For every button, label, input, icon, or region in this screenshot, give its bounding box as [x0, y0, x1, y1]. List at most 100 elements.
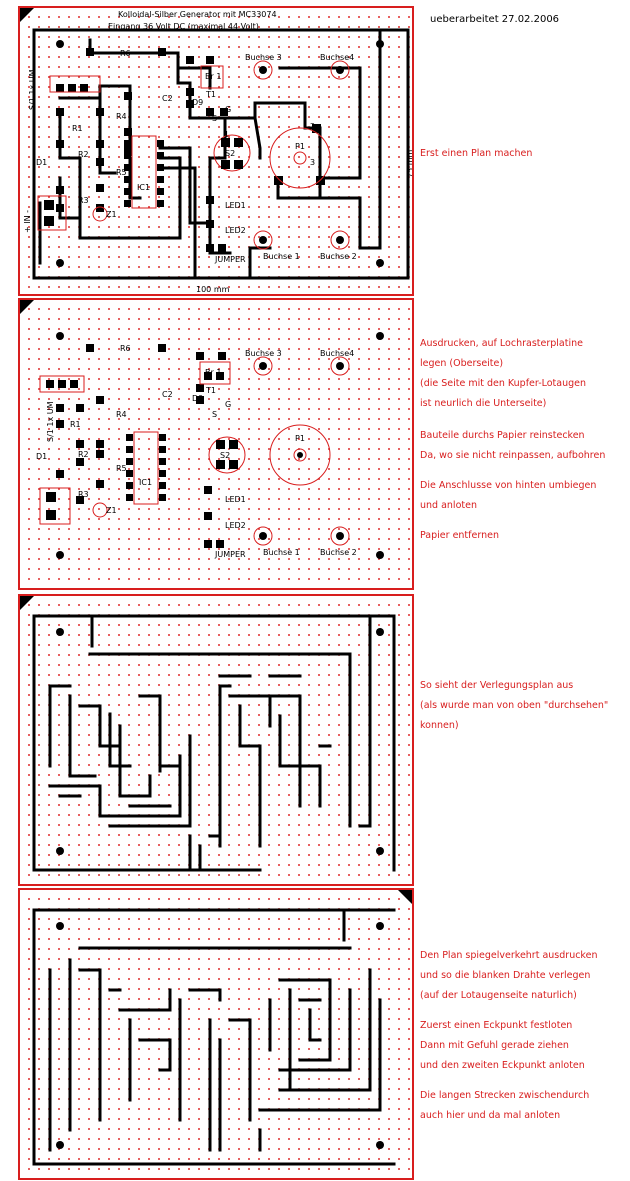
label-r4-2: R4	[116, 410, 127, 419]
label-r3: R3	[78, 196, 89, 205]
label-j1: S/1 1x UM	[28, 69, 37, 110]
label-ic1-2: IC1	[139, 478, 153, 487]
label-pin1: 1	[224, 130, 230, 139]
note-line: So sieht der Verlegungsplan aus	[420, 680, 574, 691]
note-step9: Die langen Strecken zwischendurch auch h…	[420, 1086, 628, 1126]
label-c2-2: C2	[162, 390, 173, 399]
label-g-2: G	[225, 400, 232, 409]
label-d1: D1	[36, 158, 48, 167]
board1-title-1: Kolloidal-Silber Generator mit MC33074	[118, 10, 277, 19]
label-c2: C2	[162, 94, 173, 103]
label-buchse3: Buchse 3	[245, 53, 282, 62]
board4-drawing	[32, 908, 396, 1166]
track-t1	[188, 101, 307, 130]
note-step1-line: Erst einen Plan machen	[420, 148, 533, 159]
ic1-footprint-2	[126, 431, 166, 505]
label-s-2: S	[212, 410, 218, 419]
track-ic-down	[158, 166, 197, 280]
label-r1-2: R1	[70, 420, 81, 429]
note-line: (auf der Lotaugenseite naturlich)	[420, 990, 577, 1001]
note-step1: Erst einen Plan machen	[420, 144, 628, 164]
label-t1-2: T1	[206, 386, 216, 395]
s2-footprint-2	[208, 436, 246, 474]
dim-height: 75 mm	[406, 149, 414, 178]
label-s: S	[212, 114, 218, 123]
track-b2-ring	[358, 28, 382, 250]
p1-footprint-2	[269, 424, 331, 486]
track-r1	[58, 111, 82, 210]
note-line: Dann mit Gefuhl gerade ziehen	[420, 1040, 569, 1051]
label-z1: Z1	[106, 210, 117, 219]
label-buchse2: Buchse 2	[320, 252, 357, 261]
s2-footprint	[213, 134, 251, 172]
label-led2-2: LED2	[225, 521, 246, 530]
corner-marker-tl-2	[20, 300, 34, 314]
label-br1: Br 1	[205, 72, 222, 81]
p1-footprint	[269, 127, 331, 189]
label-r5-2: R5	[116, 464, 127, 473]
track-ring	[32, 28, 410, 280]
corner-marker-tl-3	[20, 596, 34, 610]
note-line: (die Seite mit den Kupfer-Lotaugen	[420, 378, 587, 389]
label-d9-2: D9	[192, 394, 204, 403]
note-line: Den Plan spiegelverkehrt ausdrucken	[420, 950, 598, 961]
label-s2: S2	[225, 149, 236, 158]
label-d1-2: D1	[36, 452, 48, 461]
note-line: Papier entfernen	[420, 530, 499, 541]
note-step2: Ausdrucken, auf Lochrasterplatine legen …	[420, 334, 628, 414]
track-ic-right	[158, 146, 212, 225]
label-s2-2: S2	[220, 451, 231, 460]
label-r2-2: R2	[78, 450, 89, 459]
label-br1-2: Br 1	[205, 368, 222, 377]
note-line: Zuerst einen Eckpunkt festloten	[420, 1020, 573, 1031]
note-line: und den zweiten Eckpunkt anloten	[420, 1060, 585, 1071]
label-ic1: IC1	[137, 183, 151, 192]
board2-drawing	[39, 332, 384, 559]
note-line: auch hier und da mal anloten	[420, 1110, 561, 1121]
board-plan-full: Kolloidal-Silber Generator mit MC33074 E…	[18, 6, 414, 296]
board3-drawing	[32, 614, 396, 872]
label-r3-2: R3	[78, 490, 89, 499]
track-p1-2	[276, 181, 322, 200]
label-pin3: 3	[310, 158, 316, 167]
label-buchse3-2: Buchse 3	[245, 349, 282, 358]
note-step8: Zuerst einen Eckpunkt festloten Dann mit…	[420, 1016, 628, 1076]
label-z1-2: Z1	[106, 506, 117, 515]
note-line: konnen)	[420, 720, 459, 731]
label-r2: R2	[78, 150, 89, 159]
ic1-footprint	[124, 135, 164, 209]
revision-date: ueberarbeitet 27.02.2006	[430, 14, 560, 25]
track-b2	[318, 196, 362, 250]
note-line: Da, wo sie nicht reinpassen, aufbohren	[420, 450, 606, 461]
label-led1-2: LED1	[225, 495, 246, 504]
note-step7: Den Plan spiegelverkehrt ausdrucken und …	[420, 946, 628, 1006]
corner-marker-tr-4	[398, 890, 412, 904]
dim-width: 100 mm	[196, 285, 230, 294]
label-buchse4-2: Buchse4	[320, 349, 355, 358]
label-g: G	[225, 105, 232, 114]
track-r5	[128, 156, 142, 200]
note-line: legen (Oberseite)	[420, 358, 504, 369]
note-line: Ausdrucken, auf Lochrasterplatine	[420, 338, 583, 349]
board-component-side: R6 Br 1 C2 D9 T1 G S Buchse 3 Buchse4 P1…	[18, 298, 414, 590]
label-jumper-2: JUMPER	[215, 550, 246, 559]
track-b4	[278, 66, 362, 180]
track-s2	[253, 116, 262, 160]
note-line: Die Anschlusse von hinten umbiegen	[420, 480, 597, 491]
label-j1-2: S/1 1x UM	[46, 401, 55, 442]
note-step4: Die Anschlusse von hinten umbiegen und a…	[420, 476, 628, 516]
label-r6-2: R6	[120, 344, 131, 353]
note-line: und anloten	[420, 500, 477, 511]
note-line: Bauteile durchs Papier reinstecken	[420, 430, 585, 441]
label-pin2: 2	[310, 122, 316, 131]
note-step6: So sieht der Verlegungsplan aus (als wur…	[420, 676, 628, 736]
label-buchse1: Buchse 1	[263, 252, 300, 261]
label-p1-2: P1	[295, 434, 305, 443]
label-r6: R6	[120, 49, 131, 58]
note-line: (als wurde man von oben "durchsehen"	[420, 700, 609, 711]
track-j1	[58, 96, 117, 175]
board1-title-2: Eingang 36 Volt DC (maximal 44 Volt)	[108, 22, 259, 31]
label-r5: R5	[116, 168, 127, 177]
label-buchse2-2: Buchse 2	[320, 548, 357, 557]
note-line: ist neurlich die Unterseite)	[420, 398, 547, 409]
